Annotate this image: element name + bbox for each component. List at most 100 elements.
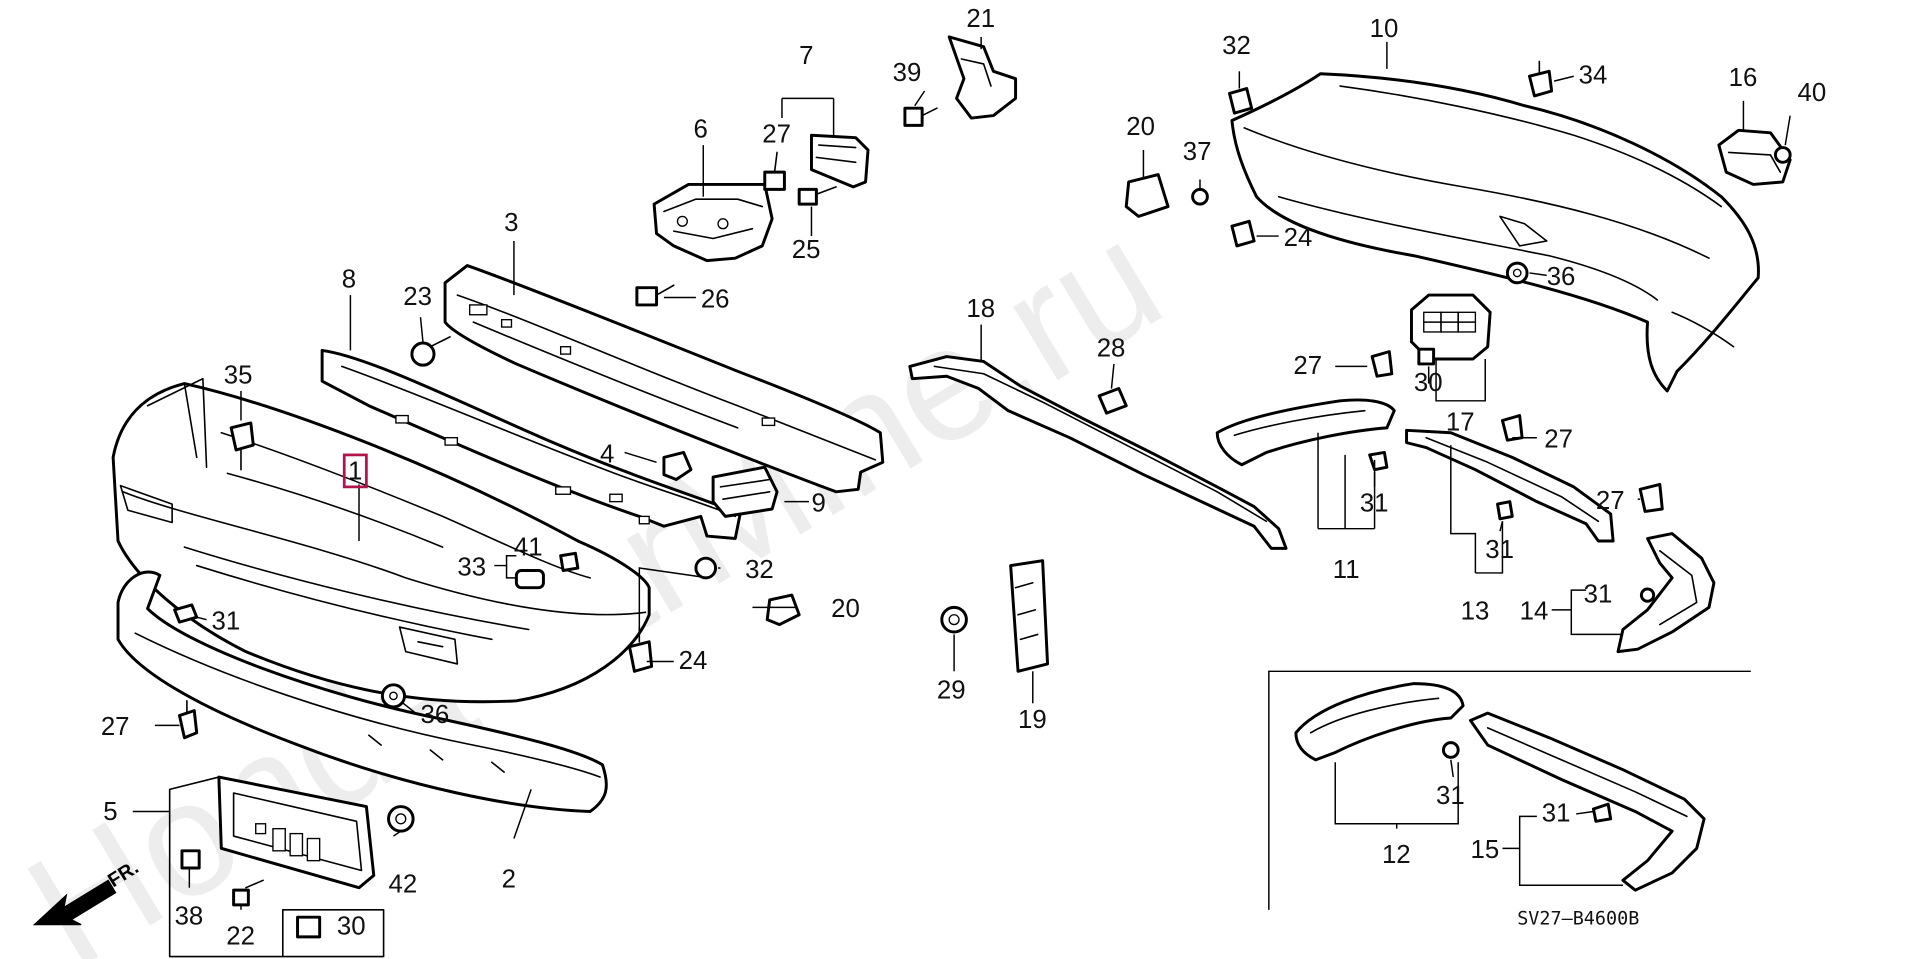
callout-27-rear-a[interactable]: 27 <box>1293 352 1322 380</box>
front-bumper-absorber[interactable] <box>320 348 742 540</box>
clip-31-inset-a-icon <box>1441 741 1460 759</box>
callout-9[interactable]: 9 <box>811 489 825 517</box>
clip-35-icon <box>229 421 255 471</box>
callout-42[interactable]: 42 <box>389 871 418 899</box>
grommet-42-icon <box>387 805 415 833</box>
callout-27-front[interactable]: 27 <box>101 713 130 741</box>
clip-41-icon <box>559 551 580 572</box>
callout-13[interactable]: 13 <box>1461 598 1490 626</box>
callout-31-front[interactable]: 31 <box>211 608 240 636</box>
rear-mount-plate[interactable] <box>1009 559 1050 673</box>
callout-28[interactable]: 28 <box>1097 335 1126 363</box>
callout-27-rear-c[interactable]: 27 <box>1596 487 1625 515</box>
callout-5[interactable]: 5 <box>103 798 117 826</box>
callout-20-front[interactable]: 20 <box>831 595 860 623</box>
clip-31-rear-a-icon <box>1368 450 1389 472</box>
rear-lower-garnish[interactable] <box>1616 532 1716 654</box>
variant-lower-garnish[interactable] <box>1469 711 1706 892</box>
grommet-29-icon <box>940 605 968 634</box>
callout-14[interactable]: 14 <box>1520 598 1549 626</box>
callout-31-inset-b[interactable]: 31 <box>1542 799 1571 827</box>
upper-side-bracket[interactable] <box>809 133 870 189</box>
front-bumper-beam[interactable] <box>443 264 885 494</box>
front-bracket[interactable] <box>711 465 779 518</box>
rear-side-stay[interactable] <box>908 355 1288 550</box>
callout-10[interactable]: 10 <box>1370 15 1399 43</box>
rear-upper-bracket[interactable] <box>1717 128 1792 186</box>
rear-reflector-housing[interactable] <box>1409 293 1492 361</box>
callout-33[interactable]: 33 <box>457 553 486 581</box>
callout-38[interactable]: 38 <box>175 903 204 931</box>
callout-36-front[interactable]: 36 <box>420 701 449 729</box>
callout-11[interactable]: 11 <box>1333 556 1360 584</box>
callout-20-rear[interactable]: 20 <box>1126 113 1155 141</box>
callout-27-rear-b[interactable]: 27 <box>1544 426 1573 454</box>
callout-23[interactable]: 23 <box>403 283 432 311</box>
callout-1[interactable]: 1 <box>348 458 362 486</box>
rear-side-molding[interactable] <box>1215 398 1396 467</box>
callout-12[interactable]: 12 <box>1382 841 1411 869</box>
highlight-box-callout-1 <box>342 453 368 489</box>
callout-31-rear-b[interactable]: 31 <box>1485 536 1514 564</box>
clip-34-icon <box>1528 60 1554 98</box>
bolt-27-rear-a-icon <box>1370 350 1394 378</box>
callout-17[interactable]: 17 <box>1446 408 1475 436</box>
callout-27-upper[interactable]: 27 <box>762 121 791 149</box>
callout-31-rear-c[interactable]: 31 <box>1584 580 1613 608</box>
front-retainer-20[interactable] <box>765 593 801 627</box>
retainer-20-rear-icon <box>1124 173 1170 218</box>
callout-35[interactable]: 35 <box>224 362 253 390</box>
callout-24-rear[interactable]: 24 <box>1284 224 1313 252</box>
callout-6[interactable]: 6 <box>693 116 707 144</box>
callout-36-rear[interactable]: 36 <box>1547 263 1576 291</box>
callout-15[interactable]: 15 <box>1470 836 1499 864</box>
callout-32-rear[interactable]: 32 <box>1222 32 1251 60</box>
clip-31-rear-b-icon <box>1496 500 1514 521</box>
callout-40[interactable]: 40 <box>1798 79 1827 107</box>
callout-31-inset-a[interactable]: 31 <box>1436 782 1465 810</box>
callout-3[interactable]: 3 <box>504 209 518 237</box>
clip-31-inset-b-icon <box>1591 802 1613 823</box>
front-bumper-face[interactable] <box>111 377 651 704</box>
rear-lower-stay[interactable] <box>1405 428 1615 543</box>
callout-31-rear-a[interactable]: 31 <box>1360 489 1389 517</box>
clip-31-rear-c-icon <box>1639 587 1656 603</box>
clip-24-rear-icon <box>1230 219 1256 248</box>
upper-mount-bracket[interactable] <box>947 35 1018 120</box>
callout-41[interactable]: 41 <box>514 534 543 562</box>
bolt-40-icon <box>1773 146 1792 164</box>
nut-32-rear-icon <box>1228 87 1254 115</box>
bolt-27-front-icon <box>178 700 199 740</box>
leader-lines <box>132 36 1791 910</box>
front-lower-spoiler[interactable] <box>116 570 608 813</box>
front-pad[interactable] <box>662 450 693 481</box>
bolt-27-upper-icon <box>763 151 786 191</box>
callout-32-front[interactable]: 32 <box>745 556 774 584</box>
callout-7[interactable]: 7 <box>799 42 813 70</box>
callout-34[interactable]: 34 <box>1579 62 1608 90</box>
clip-30-rear-icon <box>1417 347 1436 366</box>
front-side-bracket[interactable] <box>652 182 774 263</box>
callout-16[interactable]: 16 <box>1729 64 1758 92</box>
front-direction-arrow-icon <box>32 879 117 926</box>
diagram-code: SV27—B4600B <box>1517 909 1639 930</box>
callout-24-front[interactable]: 24 <box>679 647 708 675</box>
callout-30-rear[interactable]: 30 <box>1414 369 1443 397</box>
callout-2[interactable]: 2 <box>502 866 516 894</box>
callout-22[interactable]: 22 <box>226 922 255 950</box>
callout-25[interactable]: 25 <box>792 236 821 264</box>
callout-39[interactable]: 39 <box>893 59 922 87</box>
callout-19[interactable]: 19 <box>1018 706 1047 734</box>
callout-37[interactable]: 37 <box>1183 138 1212 166</box>
callout-8[interactable]: 8 <box>342 266 356 294</box>
callout-21[interactable]: 21 <box>966 5 995 33</box>
callout-30-front[interactable]: 30 <box>337 912 366 940</box>
callout-29[interactable]: 29 <box>937 676 966 704</box>
callout-26[interactable]: 26 <box>701 285 730 313</box>
callout-4[interactable]: 4 <box>600 440 614 468</box>
rear-bumper-face[interactable] <box>1230 72 1760 393</box>
callout-18[interactable]: 18 <box>966 295 995 323</box>
license-plate-base[interactable] <box>217 775 376 890</box>
variant-side-molding[interactable] <box>1294 682 1465 762</box>
